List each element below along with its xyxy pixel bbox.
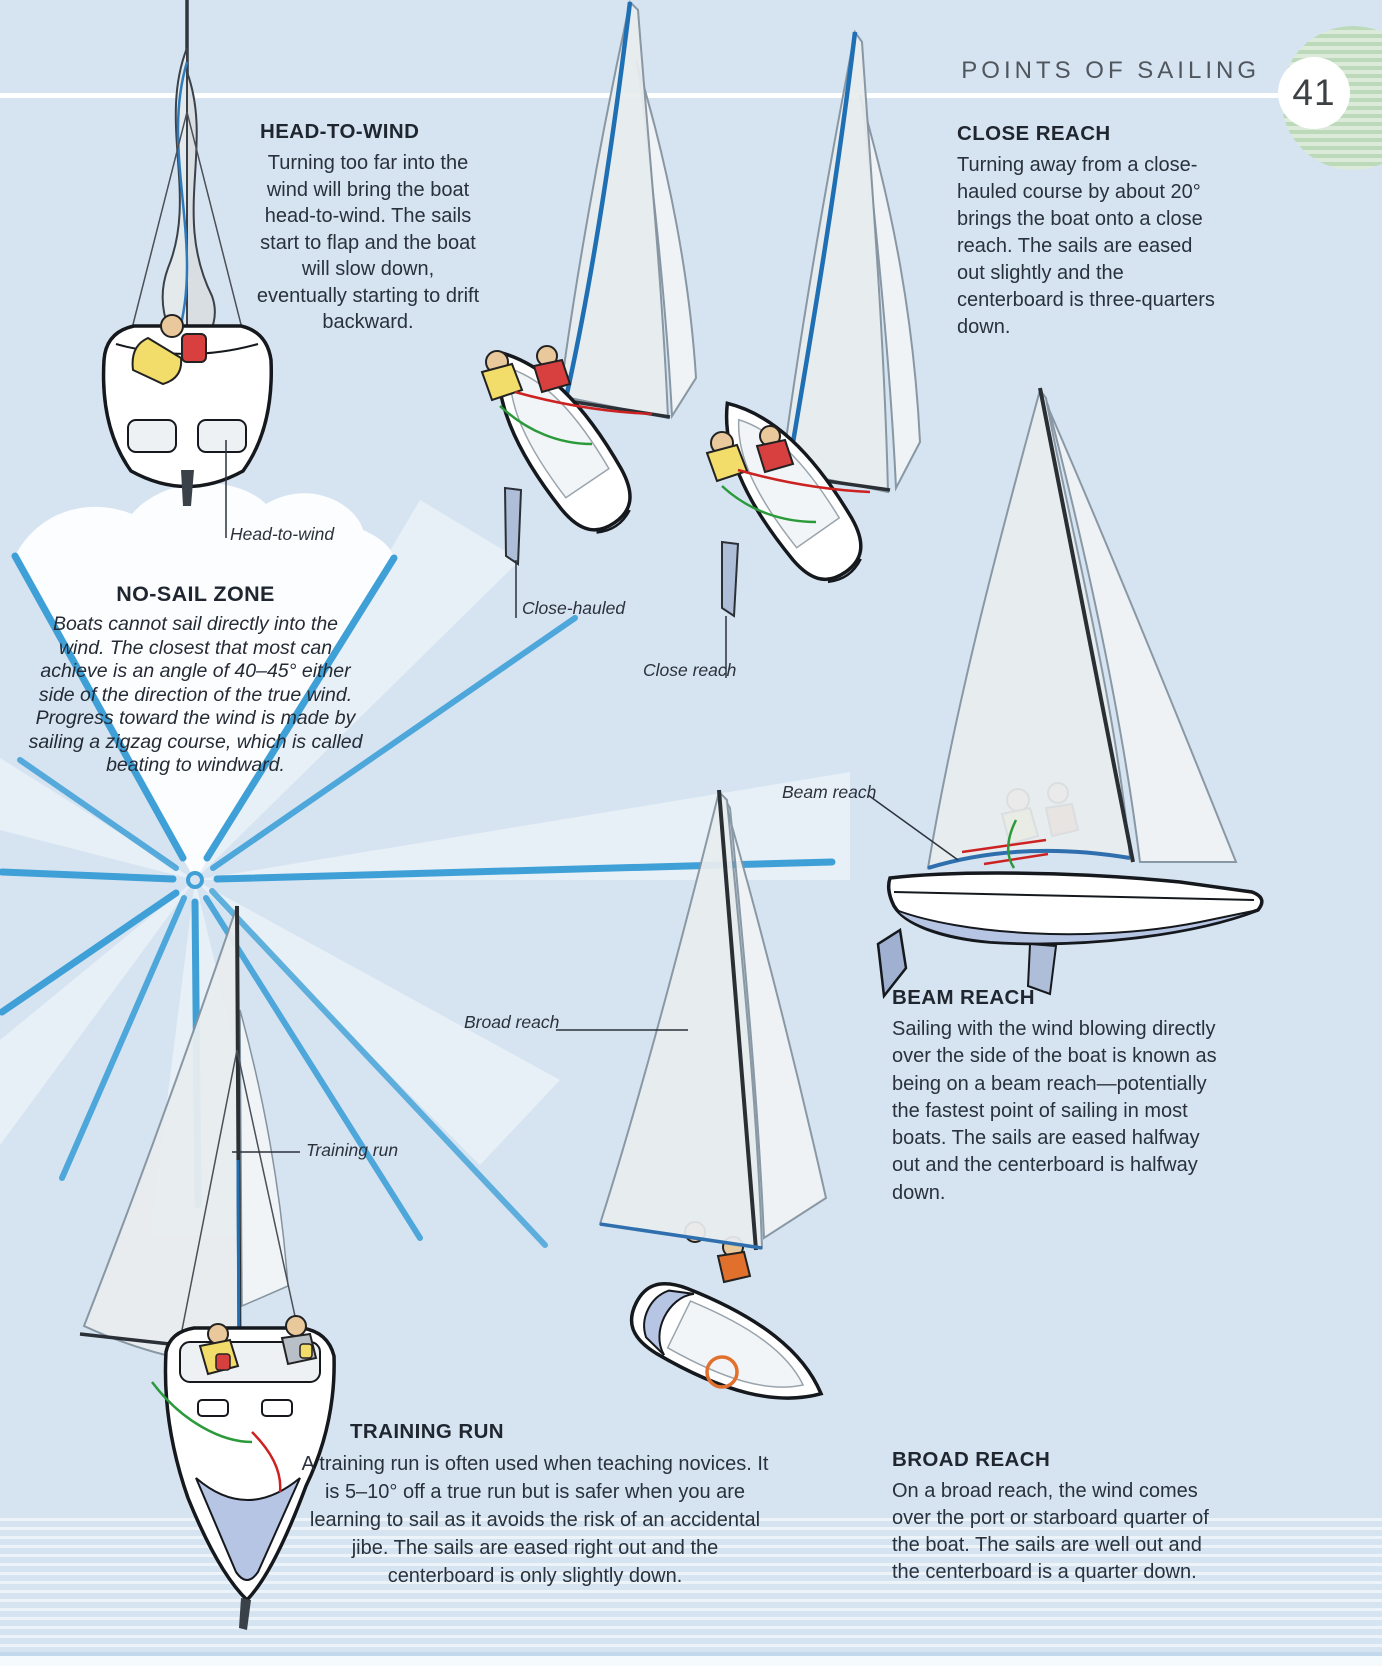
section-title: BROAD REACH: [892, 1448, 1051, 1471]
section-body: Boats cannot sail directly into the wind…: [28, 613, 363, 776]
section-title: NO-SAIL ZONE: [116, 582, 275, 606]
boat-close-hauled: [480, 0, 698, 566]
hull-shadow-band: [895, 909, 1259, 945]
jib-sail: [1043, 397, 1238, 863]
rudder: [876, 927, 908, 1000]
boat-broad-reach: [598, 789, 828, 1400]
deck-hatch-left: [127, 419, 177, 453]
shroud-right: [236, 1049, 299, 1331]
section-training-run: TRAINING RUN A training run is often use…: [300, 1420, 770, 1590]
boom-blue: [927, 848, 1131, 870]
rope-coil-orange: [705, 1355, 739, 1389]
section-body: A training run is often used when teachi…: [301, 1453, 769, 1587]
section-body: Sailing with the wind blowing directly o…: [892, 1018, 1217, 1204]
crew-vest-yellow: [131, 336, 183, 386]
mainsail: [780, 29, 890, 494]
callout-beam-reach: Beam reach: [782, 782, 877, 802]
sheet-red: [737, 468, 871, 494]
footer-line: [0, 1652, 1382, 1656]
boat-close-reach: [705, 29, 922, 618]
crew-vest-red: [755, 438, 795, 474]
crew-vest-orange: [716, 1250, 752, 1284]
page-number: 41: [1292, 72, 1336, 113]
footer-band: [0, 1656, 1382, 1666]
boat-beam-reach: [876, 387, 1264, 1000]
mast-blue: [785, 31, 858, 473]
callout-head-to-wind: Head-to-wind: [230, 524, 335, 544]
crew-head-2: [285, 1315, 307, 1337]
crew-vest-red: [215, 1353, 231, 1371]
section-body: On a broad reach, the wind comes over th…: [892, 1480, 1209, 1583]
jib-sail: [239, 1009, 289, 1308]
crew-vest-yellow-2: [299, 1343, 313, 1359]
crew-head: [160, 314, 184, 338]
mast: [1038, 387, 1135, 863]
crew-vest-yellow: [480, 362, 524, 402]
halyard-line: [176, 61, 189, 337]
section-no-sail-zone: NO-SAIL ZONE Boats cannot sail directly …: [28, 582, 363, 778]
hull: [163, 1326, 336, 1603]
sheet-green: [721, 485, 817, 524]
sheet-red: [251, 1431, 282, 1493]
no-sail-zone-wedge: [15, 483, 394, 880]
centerboard: [1026, 942, 1058, 996]
flapping-sail-right: [186, 71, 216, 365]
shroud-left: [181, 1049, 238, 1331]
mast: [717, 789, 758, 1251]
mast-blue: [563, 1, 633, 399]
section-title: BEAM REACH: [892, 986, 1035, 1009]
callout-broad-reach: Broad reach: [464, 1012, 560, 1032]
boat-head-to-wind: [101, 0, 274, 506]
page-number-badge: 41: [1278, 57, 1350, 129]
page-title: POINTS OF SAILING: [961, 57, 1260, 84]
crew-vest-red: [532, 358, 572, 394]
shroud-right: [186, 111, 249, 353]
transom-detail-right: [261, 1399, 293, 1417]
section-body: Turning too far into the wind will bring…: [256, 152, 480, 333]
section-broad-reach: BROAD REACH On a broad reach, the wind c…: [892, 1448, 1222, 1586]
section-title: TRAINING RUN: [350, 1420, 504, 1443]
section-head-to-wind: HEAD-TO-WIND Turning too far into the wi…: [256, 120, 480, 336]
sheet-red: [514, 390, 653, 416]
deck-hatch-right: [197, 419, 247, 453]
boom-blue: [599, 1222, 763, 1250]
crew-vest-red: [181, 333, 207, 363]
jib-sail: [723, 797, 828, 1240]
centerboard: [503, 486, 523, 566]
section-body: Turning away from a close-hauled course …: [957, 154, 1215, 338]
crew-vest-yellow: [705, 443, 749, 483]
callout-close-hauled: Close-hauled: [522, 598, 626, 618]
callout-training-run: Training run: [306, 1140, 399, 1160]
leader-beam-reach: [867, 794, 959, 861]
section-title: CLOSE REACH: [957, 122, 1111, 145]
rudder: [239, 1598, 251, 1630]
sheet-green: [151, 1381, 253, 1444]
sheet-green: [499, 405, 593, 446]
section-title: HEAD-TO-WIND: [260, 120, 420, 143]
section-close-reach: CLOSE REACH Turning away from a close-ha…: [957, 122, 1215, 341]
transom-detail-left: [197, 1399, 229, 1417]
sheet-green: [1007, 819, 1018, 869]
section-beam-reach: BEAM REACH Sailing with the wind blowing…: [892, 986, 1227, 1207]
callout-close-reach: Close reach: [643, 660, 737, 680]
boat-training-run: [79, 905, 336, 1630]
boom: [561, 398, 671, 419]
callout-leader-lines: [225, 440, 959, 1153]
hull: [629, 1282, 824, 1400]
shroud-left: [125, 111, 188, 353]
gunwale-line: [893, 891, 1255, 901]
rudder: [181, 470, 194, 506]
hull-shadow-v: [195, 1477, 301, 1581]
centerboard: [721, 540, 740, 618]
sheet-red: [961, 838, 1049, 866]
